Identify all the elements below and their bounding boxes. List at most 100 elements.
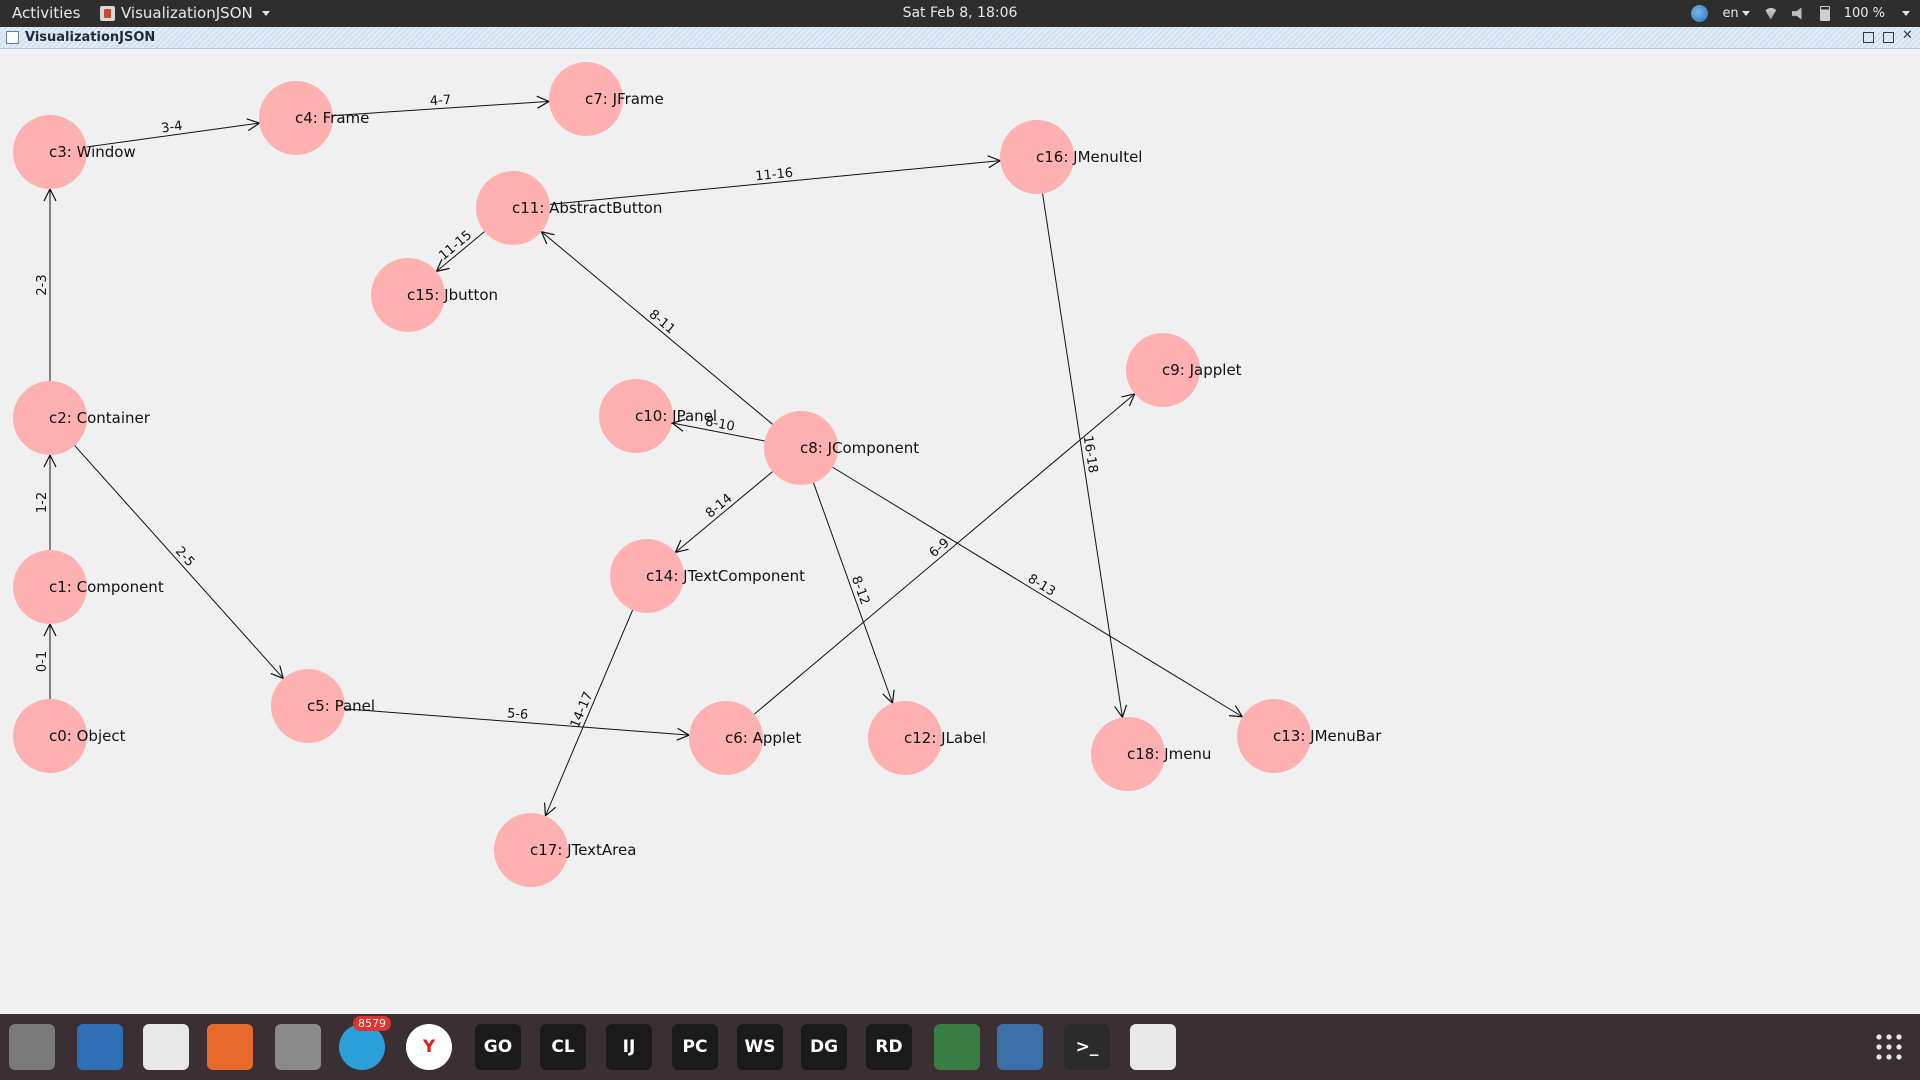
node-label: c5: Panel	[307, 697, 375, 715]
dock-item-label: Y	[422, 1037, 436, 1057]
edge-label: 8-10	[704, 414, 736, 434]
node-label: c16: JMenuItel	[1036, 148, 1142, 166]
node-c2[interactable]	[13, 381, 87, 455]
node-c17[interactable]	[494, 813, 568, 887]
unread-badge: 8579	[353, 1016, 391, 1031]
rider-icon[interactable]: RD	[866, 1024, 912, 1070]
edge-4-7	[332, 101, 549, 117]
node-label: c12: JLabel	[904, 729, 986, 747]
edge-label: 0-1	[35, 651, 50, 672]
minimize-button[interactable]	[1862, 31, 1874, 43]
node-c15[interactable]	[371, 258, 445, 332]
chevron-down-icon	[1741, 11, 1750, 16]
update-globe-icon[interactable]	[1691, 5, 1709, 22]
intellij-icon[interactable]: IJ	[606, 1024, 652, 1070]
node-c3[interactable]	[13, 115, 87, 189]
close-button[interactable]	[1902, 28, 1914, 43]
yandex-browser-icon[interactable]: Y	[406, 1024, 452, 1070]
webstorm-icon[interactable]: WS	[737, 1024, 783, 1070]
node-c5[interactable]	[271, 669, 345, 743]
settings-icon[interactable]	[275, 1024, 321, 1070]
dock-item-label: WS	[744, 1037, 776, 1057]
system-tray[interactable]: en 100 %	[1691, 0, 1910, 27]
node-c7[interactable]	[549, 62, 623, 136]
edge-5-6	[344, 708, 689, 735]
chevron-down-icon	[261, 11, 270, 16]
node-c6[interactable]	[689, 701, 763, 775]
node-c18[interactable]	[1091, 717, 1165, 791]
files-icon[interactable]	[9, 1024, 55, 1070]
node-c9[interactable]	[1126, 333, 1200, 407]
edge-label: 16-18	[1080, 435, 1101, 475]
virtualbox-icon[interactable]	[997, 1024, 1043, 1070]
node-label: c18: Jmenu	[1127, 745, 1211, 763]
node-c0[interactable]	[13, 699, 87, 773]
math-icon[interactable]	[143, 1024, 189, 1070]
node-label: c14: JTextComponent	[646, 567, 805, 585]
maximize-button[interactable]	[1882, 31, 1894, 43]
clock[interactable]: Sat Feb 8, 18:06	[902, 5, 1018, 21]
app-menu[interactable]: VisualizationJSON	[100, 0, 270, 27]
edge-label: 2-3	[35, 274, 50, 295]
java-icon[interactable]	[1130, 1024, 1176, 1070]
node-label: c3: Window	[49, 143, 136, 161]
node-c1[interactable]	[13, 550, 87, 624]
volume-muted-icon[interactable]	[1791, 7, 1802, 20]
node-label: c11: AbstractButton	[512, 199, 662, 217]
dock-item-label: IJ	[622, 1037, 636, 1057]
activities-button[interactable]: Activities	[12, 4, 81, 22]
chevron-down-icon[interactable]	[1902, 11, 1910, 16]
edge-6-9	[753, 394, 1134, 715]
node-label: c7: JFrame	[585, 90, 664, 108]
node-c14[interactable]	[610, 539, 684, 613]
language-label: en	[1722, 6, 1739, 21]
edge-label: 3-4	[160, 119, 183, 137]
edge-label: 11-16	[755, 166, 794, 185]
language-indicator[interactable]: en	[1722, 0, 1750, 27]
goland-icon[interactable]: GO	[475, 1024, 521, 1070]
battery-icon[interactable]	[1819, 6, 1830, 21]
node-label: c15: Jbutton	[407, 286, 498, 304]
edge-label: 8-14	[703, 491, 735, 521]
window-title-bar[interactable]: VisualizationJSON	[0, 27, 1920, 49]
edge-label: 2-5	[172, 544, 197, 570]
node-label: c0: Object	[49, 727, 126, 745]
node-c10[interactable]	[599, 379, 673, 453]
edge-label: 6-9	[927, 536, 953, 561]
show-applications-icon[interactable]	[1874, 1032, 1904, 1062]
dock-item-label: CL	[551, 1037, 575, 1057]
top-bar: Activities VisualizationJSON Sat Feb 8, …	[0, 0, 1920, 27]
window-title: VisualizationJSON	[25, 30, 156, 45]
node-label: c6: Applet	[725, 729, 801, 747]
clion-icon[interactable]: CL	[540, 1024, 586, 1070]
node-c11[interactable]	[476, 171, 550, 245]
datagrip-icon[interactable]: DG	[801, 1024, 847, 1070]
node-c12[interactable]	[868, 701, 942, 775]
dock-item-label: GO	[483, 1037, 513, 1057]
terminal-icon[interactable]: >_	[1064, 1024, 1110, 1070]
edge-label: 8-11	[646, 307, 678, 337]
dock-item-label: PC	[682, 1037, 708, 1057]
battery-percentage: 100 %	[1843, 6, 1885, 21]
node-label: c17: JTextArea	[530, 841, 636, 859]
edge-label: 8-13	[1025, 572, 1058, 600]
edge-3-4	[86, 123, 260, 148]
node-c16[interactable]	[1000, 120, 1074, 194]
node-label: c2: Container	[49, 409, 151, 427]
edge-label: 1-2	[35, 492, 50, 513]
wifi-icon[interactable]	[1763, 7, 1778, 20]
telegram-icon[interactable]: 8579	[339, 1016, 391, 1070]
pycharm-icon[interactable]: PC	[672, 1024, 718, 1070]
edge-2-5	[74, 445, 284, 679]
android-studio-icon[interactable]	[934, 1024, 980, 1070]
writer-icon[interactable]	[77, 1024, 123, 1070]
node-c8[interactable]	[764, 411, 838, 485]
dock-item-label: DG	[809, 1037, 839, 1057]
node-c13[interactable]	[1237, 699, 1311, 773]
software-center-icon[interactable]	[207, 1024, 253, 1070]
java-app-icon	[100, 6, 115, 21]
edge-8-12	[813, 482, 892, 703]
node-c4[interactable]	[259, 81, 333, 155]
